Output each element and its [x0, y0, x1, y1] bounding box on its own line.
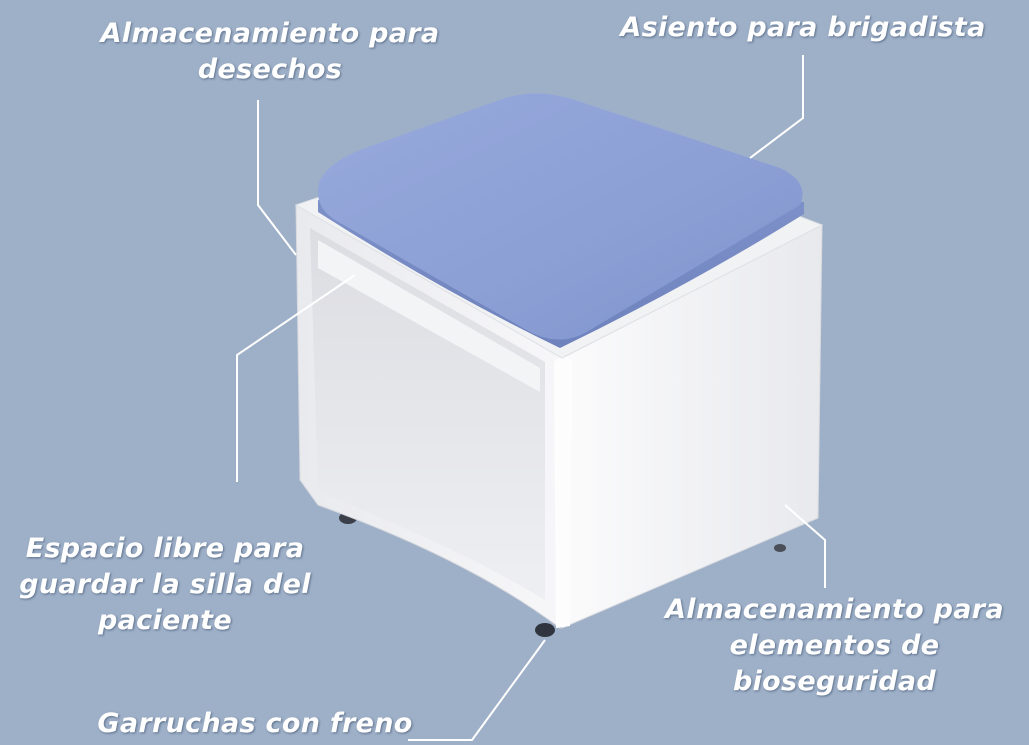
seat-cushion [317, 93, 803, 340]
leader-line-seat [749, 55, 804, 159]
cavity-inner-shelf [318, 240, 540, 392]
leader-line-wheels [408, 639, 546, 741]
cabinet-corner [554, 356, 572, 628]
leader-line-space [236, 274, 356, 482]
label-waste-storage: Almacenamiento para desechos [100, 18, 440, 85]
label-free-space: Espacio libre para guardar la silla del … [19, 533, 311, 636]
leader-line-waste [257, 100, 297, 256]
label-wheels: Garruchas con freno [97, 708, 413, 739]
label-seat: Asiento para brigadista [620, 12, 986, 43]
chair-storage-space [310, 228, 545, 600]
label-biosafety-storage: Almacenamiento para elementos de biosegu… [665, 594, 1004, 697]
leader-line-bio [784, 504, 826, 588]
wheel-right [774, 544, 786, 552]
wheel-front [535, 623, 555, 637]
